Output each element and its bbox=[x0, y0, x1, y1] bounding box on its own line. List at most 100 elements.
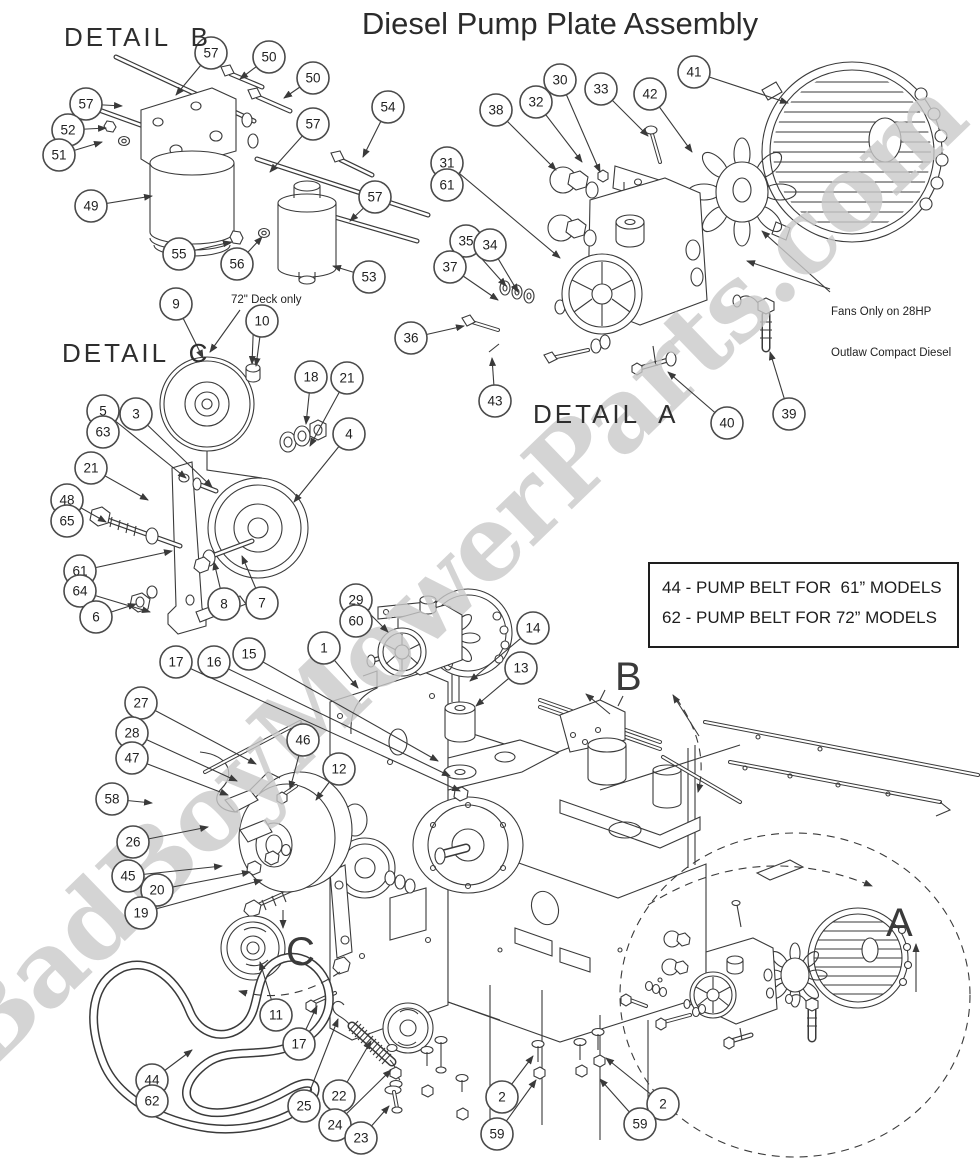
svg-text:3: 3 bbox=[132, 407, 140, 422]
svg-text:13: 13 bbox=[513, 661, 528, 676]
svg-text:8: 8 bbox=[220, 597, 228, 612]
detail-c-label: DETAIL C bbox=[62, 338, 211, 368]
svg-text:54: 54 bbox=[380, 100, 396, 115]
svg-text:38: 38 bbox=[488, 103, 503, 118]
detail-a-label: DETAIL A bbox=[533, 399, 679, 429]
svg-text:23: 23 bbox=[353, 1131, 368, 1146]
pump-belt-legend: 44 - PUMP BELT FOR 61” MODELS 62 - PUMP … bbox=[648, 562, 959, 648]
svg-text:65: 65 bbox=[59, 514, 74, 529]
svg-text:11: 11 bbox=[269, 1008, 283, 1023]
callout-51: 51 bbox=[42, 138, 103, 172]
callout-47: 47 bbox=[115, 741, 229, 796]
svg-text:51: 51 bbox=[51, 148, 66, 163]
callout-17: 17 bbox=[282, 1005, 318, 1061]
svg-text:53: 53 bbox=[361, 270, 376, 285]
svg-text:25: 25 bbox=[296, 1099, 311, 1114]
svg-text:20: 20 bbox=[149, 883, 164, 898]
legend-line2: 62 - PUMP BELT FOR 72” MODELS bbox=[662, 608, 937, 627]
callout-6: 6 bbox=[79, 600, 137, 634]
svg-text:41: 41 bbox=[686, 65, 701, 80]
callout-57: 57 bbox=[349, 180, 392, 222]
callout-15: 15 bbox=[232, 637, 439, 762]
callout-8: 8 bbox=[207, 561, 241, 621]
svg-text:50: 50 bbox=[305, 71, 320, 86]
callout-3: 3 bbox=[119, 397, 213, 488]
svg-text:16: 16 bbox=[206, 655, 221, 670]
svg-text:37: 37 bbox=[442, 260, 457, 275]
svg-text:57: 57 bbox=[203, 46, 218, 61]
svg-text:30: 30 bbox=[552, 73, 567, 88]
svg-text:22: 22 bbox=[331, 1089, 346, 1104]
callout-62: 62 bbox=[135, 1084, 169, 1118]
svg-text:34: 34 bbox=[482, 238, 498, 253]
callout-58: 58 bbox=[95, 782, 153, 816]
detail-a-art bbox=[461, 61, 949, 376]
callout-38: 38 bbox=[479, 93, 557, 171]
svg-text:62: 62 bbox=[144, 1094, 159, 1109]
callout-52: 52 bbox=[51, 113, 107, 147]
callout-21: 21 bbox=[74, 451, 149, 501]
callout-64: 64 bbox=[63, 574, 151, 614]
callout-65: 65 bbox=[50, 504, 84, 538]
svg-text:27: 27 bbox=[133, 696, 148, 711]
callout-53: 53 bbox=[332, 260, 386, 294]
svg-text:46: 46 bbox=[295, 733, 310, 748]
svg-text:10: 10 bbox=[254, 314, 269, 329]
callout-10: 10 bbox=[245, 304, 279, 367]
callout-41: 41 bbox=[677, 55, 789, 104]
detail-b-art bbox=[85, 54, 431, 365]
svg-text:26: 26 bbox=[125, 835, 140, 850]
zone-letter-a: A bbox=[886, 901, 913, 945]
callout-23: 23 bbox=[344, 1105, 390, 1155]
svg-text:36: 36 bbox=[403, 331, 418, 346]
zone-letter-c: C bbox=[286, 930, 315, 974]
callout-12: 12 bbox=[315, 752, 356, 801]
callout-45: 45 bbox=[111, 859, 223, 893]
svg-text:44: 44 bbox=[144, 1073, 160, 1088]
callout-54: 54 bbox=[362, 90, 405, 158]
svg-text:21: 21 bbox=[83, 461, 98, 476]
svg-text:58: 58 bbox=[104, 792, 119, 807]
svg-text:4: 4 bbox=[345, 427, 353, 442]
svg-text:40: 40 bbox=[719, 416, 734, 431]
svg-text:43: 43 bbox=[487, 394, 502, 409]
callout-61: 61 bbox=[430, 168, 464, 202]
svg-text:35: 35 bbox=[458, 234, 473, 249]
callout-30: 30 bbox=[543, 63, 601, 173]
callout-32: 32 bbox=[519, 85, 583, 163]
callout-57: 57 bbox=[69, 87, 123, 121]
svg-text:33: 33 bbox=[593, 82, 608, 97]
callout-9: 9 bbox=[159, 287, 204, 359]
svg-text:39: 39 bbox=[781, 407, 796, 422]
callout-4: 4 bbox=[293, 417, 366, 503]
svg-text:29: 29 bbox=[348, 593, 363, 608]
callout-50: 50 bbox=[283, 61, 330, 99]
detail-b-label: DETAIL B bbox=[64, 22, 211, 52]
callout-43: 43 bbox=[478, 357, 512, 418]
svg-text:9: 9 bbox=[172, 297, 180, 312]
svg-text:64: 64 bbox=[72, 584, 88, 599]
callout-7: 7 bbox=[241, 555, 279, 620]
svg-text:50: 50 bbox=[261, 50, 276, 65]
svg-text:5: 5 bbox=[99, 404, 107, 419]
svg-text:42: 42 bbox=[642, 87, 657, 102]
callout-2: 2 bbox=[605, 1057, 680, 1121]
svg-text:47: 47 bbox=[124, 751, 139, 766]
zone-letter-b: B bbox=[615, 655, 642, 699]
callout-34: 34 bbox=[473, 228, 519, 293]
callout-42: 42 bbox=[633, 77, 693, 153]
svg-text:7: 7 bbox=[258, 596, 266, 611]
svg-text:19: 19 bbox=[133, 906, 148, 921]
callout-37: 37 bbox=[433, 250, 499, 301]
callout-21: 21 bbox=[309, 361, 364, 447]
callout-33: 33 bbox=[584, 72, 649, 137]
svg-text:6: 6 bbox=[92, 610, 100, 625]
callout-59: 59 bbox=[480, 1079, 537, 1151]
svg-text:55: 55 bbox=[171, 247, 186, 262]
callout-20: 20 bbox=[140, 870, 251, 907]
svg-text:31: 31 bbox=[439, 156, 454, 171]
svg-text:15: 15 bbox=[241, 647, 256, 662]
legend-line1: 44 - PUMP BELT FOR 61” MODELS bbox=[662, 578, 942, 597]
callout-16: 16 bbox=[197, 645, 451, 777]
